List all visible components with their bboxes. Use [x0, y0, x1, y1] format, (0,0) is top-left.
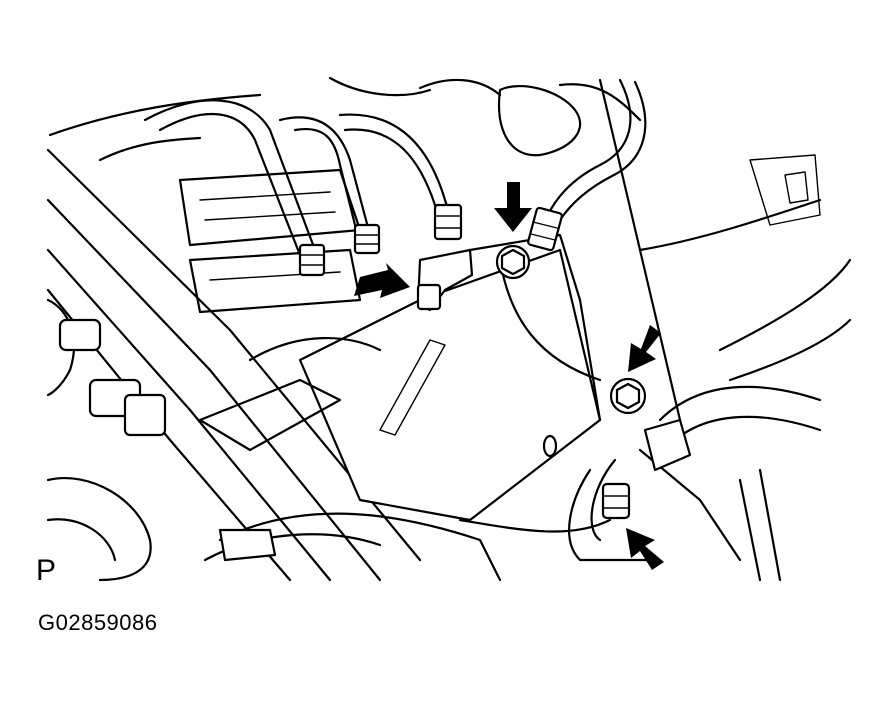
arrow-brake-line-clip [354, 263, 410, 298]
right-mount-bolt [609, 377, 647, 415]
lower-hoses [203, 385, 822, 582]
arrow-upper-bolt [494, 182, 532, 232]
view-label: P [36, 554, 57, 587]
arrow-right-bolt [628, 325, 661, 372]
brake-lines [143, 78, 647, 277]
arrow-lower-nut [626, 528, 664, 570]
left-components [46, 298, 167, 582]
upper-mount-bolt [495, 244, 531, 280]
figure-id: G02859086 [38, 610, 158, 635]
lower-bracket-nut [601, 482, 631, 520]
brake-line-clip [416, 248, 474, 312]
abs-actuator-module [198, 233, 602, 522]
